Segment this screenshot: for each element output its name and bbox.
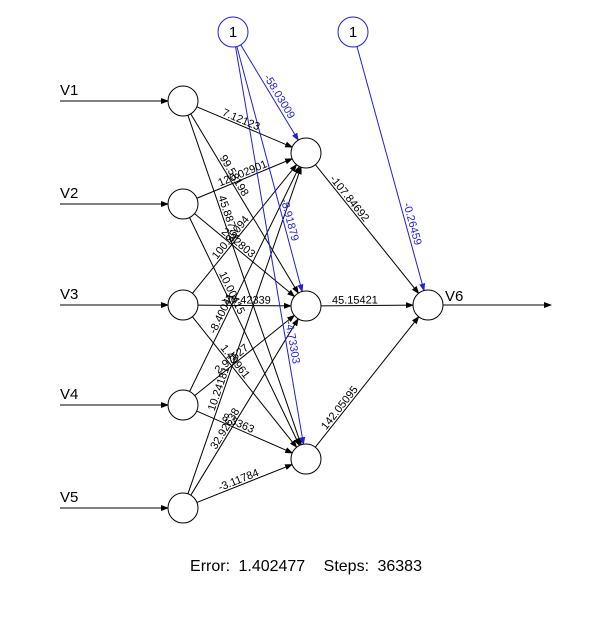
edge-input5-hidden2 (190, 317, 299, 496)
weight-input3-hidden2: -20.42339 (221, 294, 271, 306)
edge-input1-hidden2 (190, 113, 299, 294)
steps-value: 36383 (377, 558, 422, 575)
input-label-v1: V1 (60, 82, 78, 99)
bias-weight-output: -0.26459 (400, 202, 423, 247)
bias-edge-output (356, 46, 426, 292)
input-label-v5: V5 (60, 489, 78, 506)
steps-label: Steps: (324, 558, 369, 575)
edge-input4-hidden3 (196, 410, 294, 454)
bias-node-1 (217, 16, 249, 48)
input-label-v4: V4 (60, 386, 78, 403)
bias-node-label-1: 1 (229, 24, 237, 41)
edge-input2-hidden2 (194, 213, 296, 298)
input-node-1 (167, 85, 199, 117)
weight-hidden3-output: 142.05095 (319, 384, 361, 432)
weight-hidden2-output: 45.15421 (332, 294, 378, 306)
weight-input1-hidden1: 7.12123 (220, 107, 261, 134)
input-label-v2: V2 (60, 185, 78, 202)
input-node-4 (167, 389, 199, 421)
error-label: Error: (190, 558, 230, 575)
error-value: 1.402477 (238, 558, 305, 575)
edge-input3-hidden1 (192, 163, 298, 294)
edge-input4-hidden2 (194, 314, 296, 396)
edge-hidden3-output (314, 315, 420, 448)
bias-weight-hidden3: -4.73303 (283, 320, 302, 365)
input-node-5 (167, 492, 199, 524)
edge-input3-hidden3 (191, 316, 298, 449)
input-node-2 (167, 188, 199, 220)
bias-weight-hidden2: -8.91879 (278, 197, 301, 242)
weight-hidden1-output: -107.84692 (327, 173, 371, 224)
bias-node-2 (337, 16, 369, 48)
weight-input5-hidden3: -3.11784 (217, 467, 261, 494)
edge-layer (60, 44, 552, 511)
input-label-v3: V3 (60, 286, 78, 303)
input-node-3 (167, 289, 199, 321)
bias-node-label-2: 1 (349, 24, 357, 41)
edge-hidden2-output (320, 302, 415, 309)
training-summary: Error: 1.402477 Steps: 36383 (190, 558, 422, 575)
hidden-node-2 (290, 290, 322, 322)
hidden-node-1 (290, 137, 322, 169)
bias-weight-hidden1: -58.03009 (261, 72, 297, 121)
hidden-node-3 (290, 443, 322, 475)
edge-input5-hidden1 (187, 166, 302, 494)
edge-input4-hidden1 (189, 165, 300, 392)
output-node (412, 289, 444, 321)
weight-input4-hidden1: -8.40041 (207, 291, 237, 335)
label-layer: V1V2V3V4V57.1212399.5819845.88774120.029… (60, 72, 463, 506)
edge-input5-hidden3 (196, 464, 293, 503)
weight-input5-hidden1: 10.24181 (206, 365, 232, 412)
bias-edge-hidden2 (236, 46, 304, 293)
bias-edge-hidden1 (240, 44, 299, 142)
bias-edge-hidden3 (235, 46, 306, 446)
edge-input1-hidden1 (196, 106, 294, 148)
edge-hidden1-output (314, 164, 420, 295)
edge-input3-hidden2 (197, 302, 293, 309)
edge-input2-hidden1 (196, 158, 294, 199)
output-label: V6 (445, 288, 463, 305)
